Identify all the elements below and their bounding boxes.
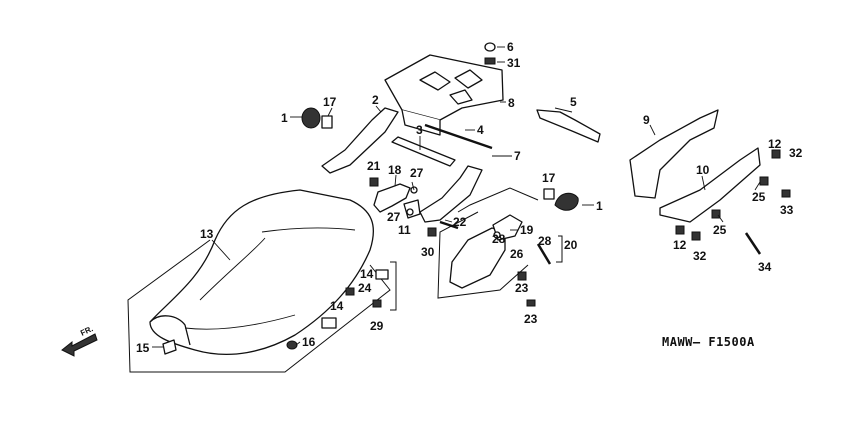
callout-17: 17 (323, 95, 337, 109)
callout-9: 9 (643, 113, 650, 127)
callout-19: 19 (520, 223, 534, 237)
callout-8: 8 (508, 96, 515, 110)
callout-10: 10 (696, 163, 710, 177)
callout-27b: 27 (387, 210, 401, 224)
callout-1: 1 (281, 111, 288, 125)
callout-22: 22 (453, 215, 467, 229)
callout-1b: 1 (596, 199, 603, 213)
callout-15: 15 (136, 341, 150, 355)
callout-34: 34 (758, 260, 772, 274)
callout-32a: 32 (789, 146, 803, 160)
callout-27a: 27 (410, 166, 424, 180)
grip-1b-part (554, 192, 579, 211)
callout-14a: 14 (360, 267, 374, 281)
callout-12b: 12 (673, 238, 687, 252)
bolts (345, 149, 791, 308)
callout-28b: 28 (538, 234, 552, 248)
callout-29: 29 (370, 319, 384, 333)
clip-14a-part (375, 269, 389, 280)
callout-25b: 25 (713, 223, 727, 237)
callout-11: 11 (398, 223, 411, 237)
callout-13: 13 (200, 227, 214, 241)
callout-4: 4 (477, 123, 484, 137)
callout-5: 5 (570, 95, 577, 109)
callout-30: 30 (421, 245, 435, 259)
tray-group-outline (437, 211, 529, 299)
callout-16: 16 (302, 335, 316, 349)
grip-1-part (301, 107, 321, 129)
callout-2: 2 (372, 93, 379, 107)
callout-20: 20 (564, 238, 578, 252)
strap-5-part (536, 109, 601, 143)
side-cover-9-part (629, 109, 719, 199)
callout-24: 24 (358, 281, 372, 295)
callout-12a: 12 (768, 137, 782, 151)
callout-7: 7 (514, 149, 521, 163)
carrier-leader (457, 187, 539, 213)
leader-lines (152, 46, 761, 348)
callout-23b: 23 (524, 312, 538, 326)
callout-26: 26 (510, 247, 524, 261)
tray-20-part (449, 227, 506, 289)
clip-17b-part (543, 188, 555, 200)
callout-32b: 32 (693, 249, 707, 263)
callout-23a: 23 (515, 281, 529, 295)
callout-25a: 25 (752, 190, 766, 204)
washer-6-part (484, 42, 496, 52)
callout-3: 3 (416, 123, 423, 137)
callout-33: 33 (780, 203, 794, 217)
seat-part (149, 189, 374, 355)
carrier-part (384, 54, 504, 136)
callout-14b: 14 (330, 299, 344, 313)
lock-18-part (373, 183, 411, 213)
diagram-code: MAWW– F1500A (662, 335, 755, 349)
bolt-31-part (484, 57, 496, 65)
clip-16-part (286, 340, 298, 350)
bar-3-part (391, 136, 456, 167)
callout-6: 6 (507, 40, 514, 54)
clip-17-part (321, 115, 333, 129)
clip-15-part (162, 339, 177, 355)
group-20-bracket (556, 235, 563, 263)
grab-rail-10-part (659, 147, 761, 223)
bracket-7-part (419, 165, 483, 223)
callout-28a: 28 (492, 232, 506, 246)
clip-14b-part (321, 317, 337, 329)
callout-31: 31 (507, 56, 521, 70)
callout-18: 18 (388, 163, 402, 177)
bracket-2-part (321, 107, 399, 174)
callout-17b: 17 (542, 171, 556, 185)
group-14-bracket (390, 261, 397, 311)
fr-direction-arrow: FR. (61, 324, 98, 357)
rod-4-part (424, 123, 493, 150)
seat-group-outline (127, 239, 391, 373)
callout-21: 21 (367, 159, 381, 173)
